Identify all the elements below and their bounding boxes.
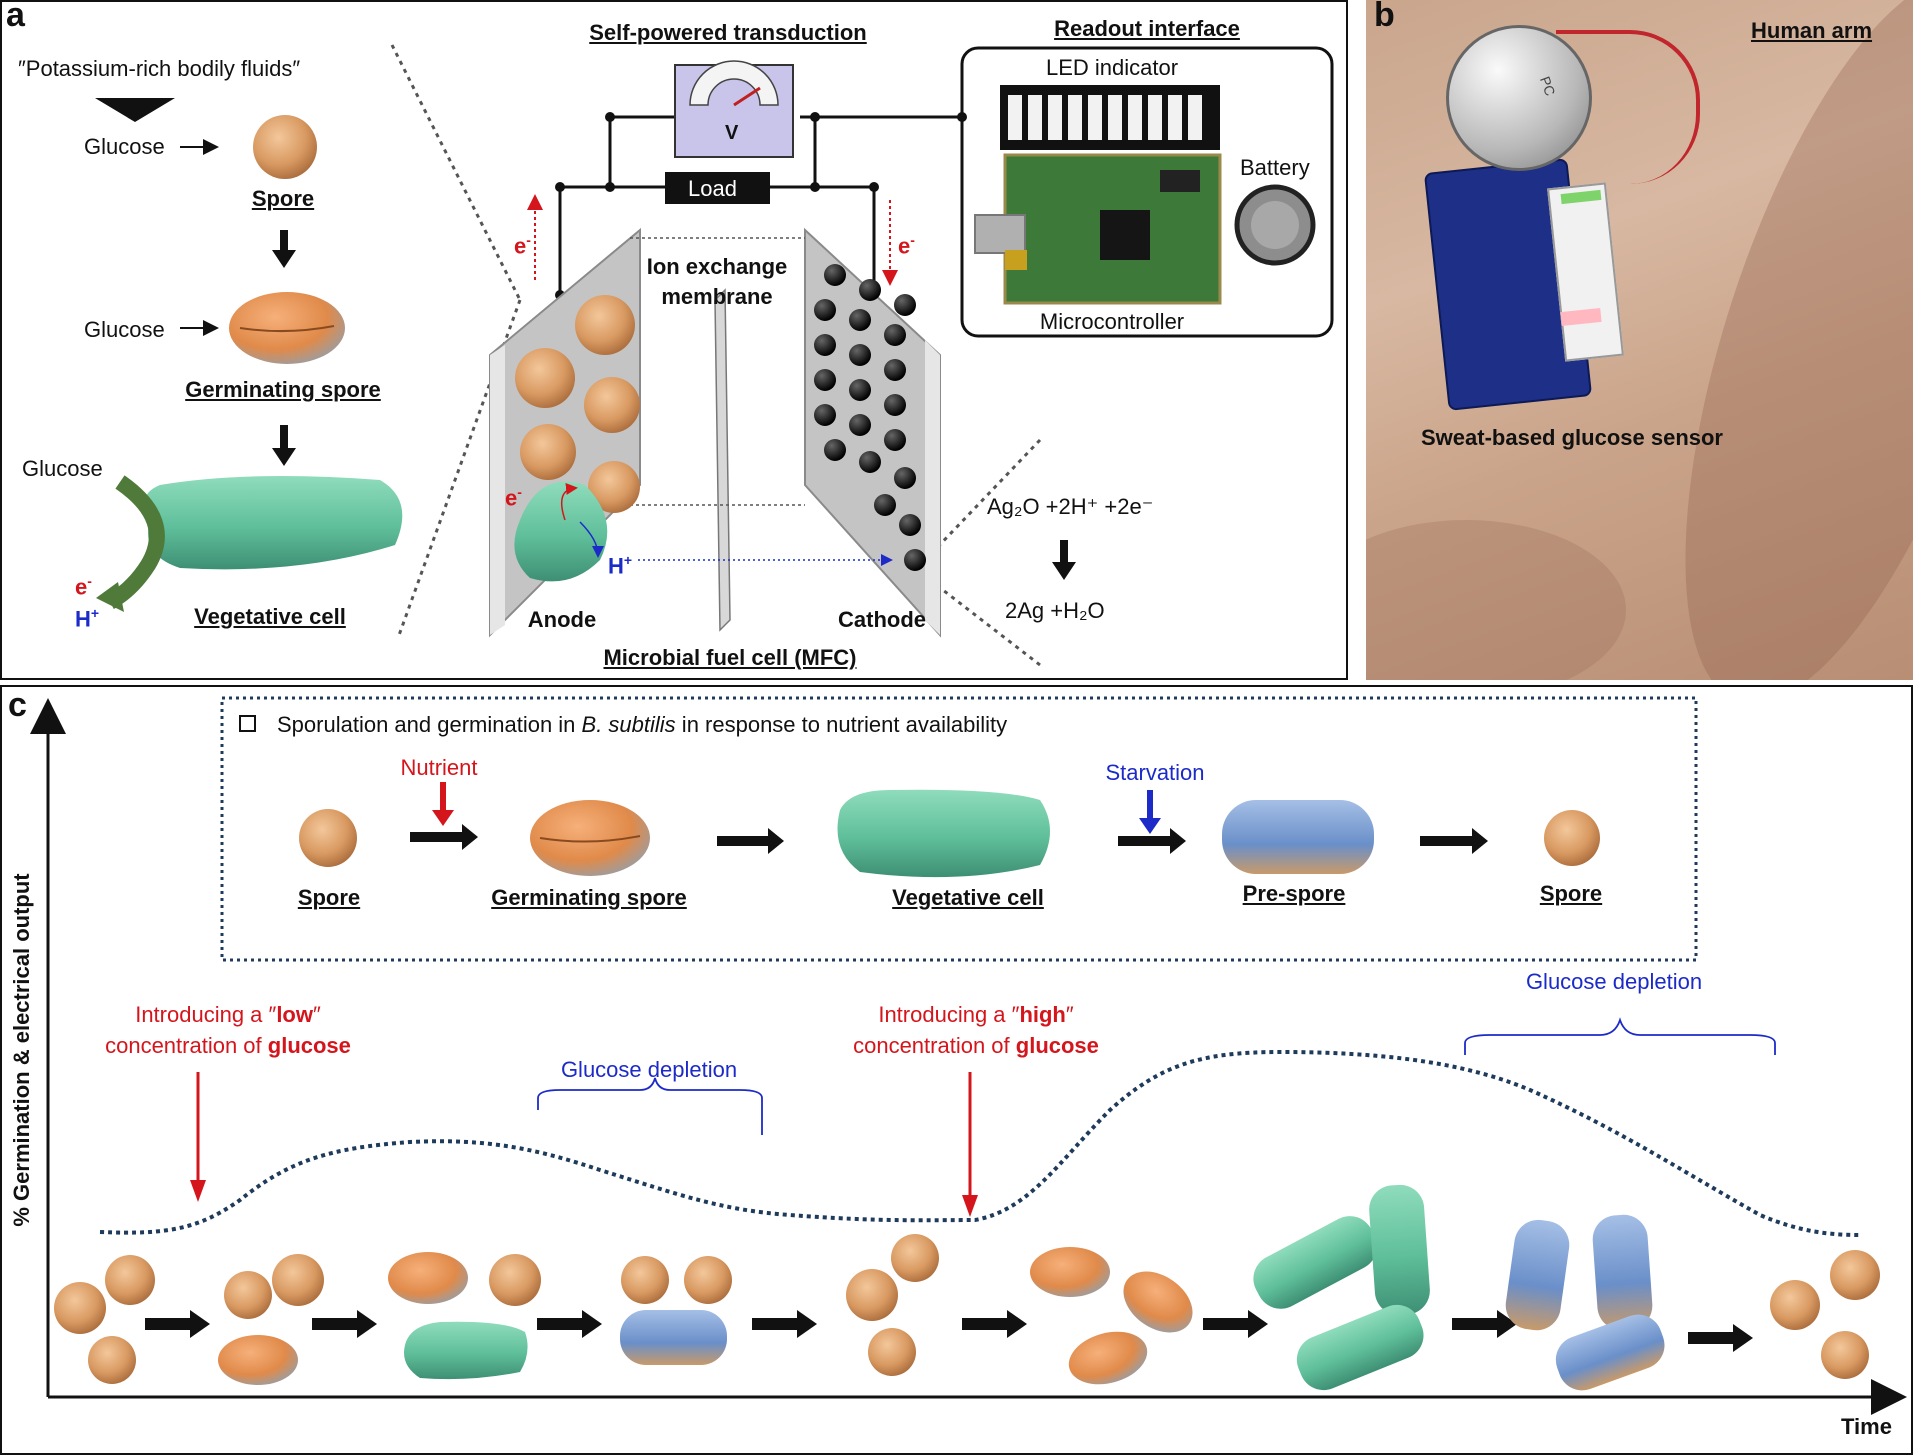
glucose-depletion-label-2: Glucose depletion	[1525, 969, 1703, 994]
x-axis-label: Time	[1841, 1414, 1892, 1439]
electron-label-left: e-	[75, 573, 92, 600]
panel-a-frame	[0, 0, 1348, 680]
mfc-label: Microbial fuel cell (MFC)	[603, 645, 857, 670]
ion-exchange-membrane	[714, 288, 731, 632]
electron-label-cathode-wire: e-	[898, 232, 915, 259]
glucose-label-1: Glucose	[84, 134, 165, 159]
microcontroller-label: Microcontroller	[1039, 309, 1185, 334]
sweat-sensor-label: Sweat-based glucose sensor	[1421, 425, 1723, 450]
depletion-brace-2	[1464, 1017, 1776, 1055]
cathode-catalyst-particles	[814, 264, 926, 571]
arm-photo: PC	[1366, 0, 1913, 680]
anode-spores	[514, 295, 640, 582]
glucose-label-3: Glucose	[22, 456, 103, 481]
big-down-arrow	[95, 98, 175, 122]
potassium-label: ″Potassium-rich bodily fluids″	[18, 56, 301, 81]
germinating-spore-label: Germinating spore	[185, 377, 381, 402]
led-indicator-label: LED indicator	[1045, 55, 1179, 80]
readout-interface-box	[960, 46, 1334, 338]
depletion-brace-1	[537, 1077, 763, 1135]
checkbox-bullet	[239, 715, 256, 732]
battery-label: Battery	[1240, 155, 1310, 180]
nutrient-label: Nutrient	[400, 755, 478, 780]
vegetative-cell-label: Vegetative cell	[194, 604, 346, 629]
anode-label: Anode	[527, 607, 597, 632]
curved-glucose-arrow	[105, 475, 165, 610]
vegetative-cell	[144, 476, 403, 570]
high-glucose-label-1: Introducing a ″high″	[878, 1002, 1074, 1027]
readout-title: Readout interface	[1054, 16, 1240, 41]
reaction-line-2: 2Ag +H₂O	[1005, 598, 1105, 623]
proton-label-anode: H+	[608, 552, 633, 579]
sporulation-inset-box	[220, 696, 1698, 962]
panel-c-letter: c	[8, 686, 27, 724]
membrane-label-2: membrane	[661, 284, 773, 309]
stage-prespore-label: Pre-spore	[1242, 881, 1346, 906]
load-resistor	[665, 172, 770, 204]
starvation-label: Starvation	[1105, 760, 1205, 785]
glucose-label-2: Glucose	[84, 317, 165, 342]
inset-title: Sporulation and germination in B. subtil…	[277, 712, 1008, 737]
y-axis-label: % Germination & electrical output	[9, 873, 34, 1227]
inset-cycle	[299, 782, 1600, 878]
load-label: Load	[688, 176, 737, 201]
cathode-label: Cathode	[838, 607, 926, 632]
high-glucose-label-2: concentration of glucose	[853, 1033, 1099, 1058]
human-arm-label: Human arm	[1751, 18, 1873, 43]
electron-label-anode-wire: e-	[514, 232, 531, 259]
panel-a-letter: a	[6, 0, 25, 34]
stage-spore-label: Spore	[297, 885, 361, 910]
timeline-cells	[54, 1184, 1880, 1391]
germinating-spore-cell	[229, 292, 345, 364]
stage-spore-end-label: Spore	[1539, 881, 1603, 906]
voltmeter	[674, 64, 794, 158]
low-glucose-label-2: concentration of glucose	[105, 1033, 351, 1058]
reaction-line-1: Ag₂O +2H⁺ +2e⁻	[987, 494, 1154, 519]
spore-label: Spore	[251, 186, 315, 211]
germination-output-curve	[99, 1049, 1861, 1237]
glucose-depletion-label-1: Glucose depletion	[560, 1057, 738, 1082]
panel-c-frame	[0, 685, 1913, 1455]
panel-b-letter: b	[1374, 0, 1395, 34]
electron-label-anode: e-	[505, 484, 522, 511]
low-glucose-label-1: Introducing a ″low″	[135, 1002, 321, 1027]
membrane-label-1: Ion exchange	[646, 254, 788, 279]
proton-label-left: H+	[75, 605, 100, 632]
voltmeter-label: V	[725, 122, 739, 144]
stage-germinating-label: Germinating spore	[491, 885, 687, 910]
stage-vegetative-label: Vegetative cell	[892, 885, 1044, 910]
spore-cell	[253, 115, 317, 179]
transduction-title: Self-powered transduction	[589, 20, 867, 45]
